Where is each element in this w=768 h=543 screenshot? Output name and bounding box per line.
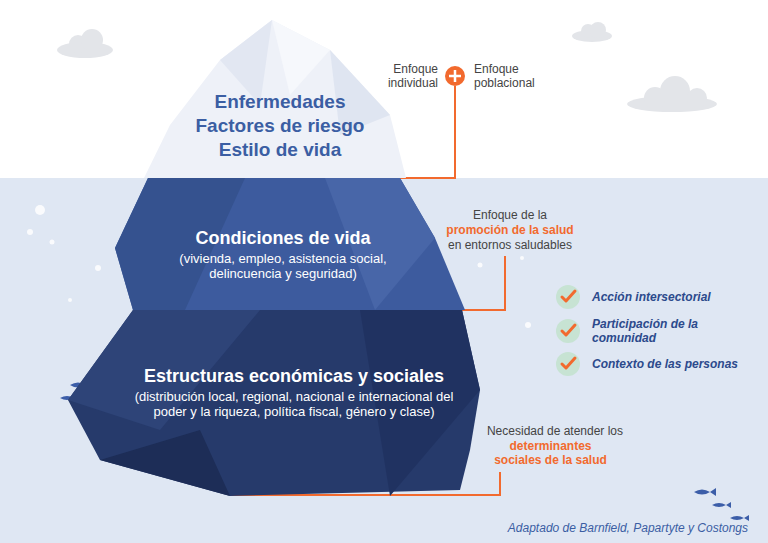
tip-heading: Enfermedades [155,91,405,113]
sea [0,178,768,543]
determinants-label: Necesidad de atender los [480,424,630,438]
clouds [57,22,717,112]
promotion-highlight: promoción de la salud [440,223,580,237]
band-outline [68,310,480,496]
promotion-label: Enfoque de la [440,208,580,222]
plus-icon [445,66,465,86]
band-heading: Estructuras económicas y sociales [114,366,474,387]
sky [0,0,768,178]
band-heading: Condiciones de vida [133,228,433,249]
check-icons [556,285,580,376]
source-caption: Adaptado de Barnfield, Papartyte y Costo… [508,521,748,535]
living-conditions-band: Condiciones de vida (vivienda, empleo, as… [95,178,470,310]
check-item: Participación de la comunidad [592,317,722,346]
approach-label: Enfoque poblacional [474,62,564,91]
economic-structures-band: Estructuras económicas y sociales (distri… [60,310,495,500]
ice-facet [100,430,230,496]
band-description: (vivienda, empleo, asistencia social, de… [176,252,391,282]
determinants-highlight: determinantes sociales de la salud [488,439,613,468]
band-outline [115,178,465,310]
check-item: Acción intersectorial [592,290,752,304]
approach-label: Enfoque individual [370,62,438,91]
iceberg-tip: EnfermedadesFactores de riesgoEstilo de … [140,15,410,180]
promotion-label: en entornos saludables [430,238,590,252]
check-item: Contexto de las personas [592,357,757,371]
ice-facet [272,20,330,95]
band-outline [144,20,406,178]
tip-heading: Estilo de vida [155,139,405,161]
band-description: (distribución local, regional, nacional … [119,390,469,420]
tip-heading: Factores de riesgo [155,115,405,137]
